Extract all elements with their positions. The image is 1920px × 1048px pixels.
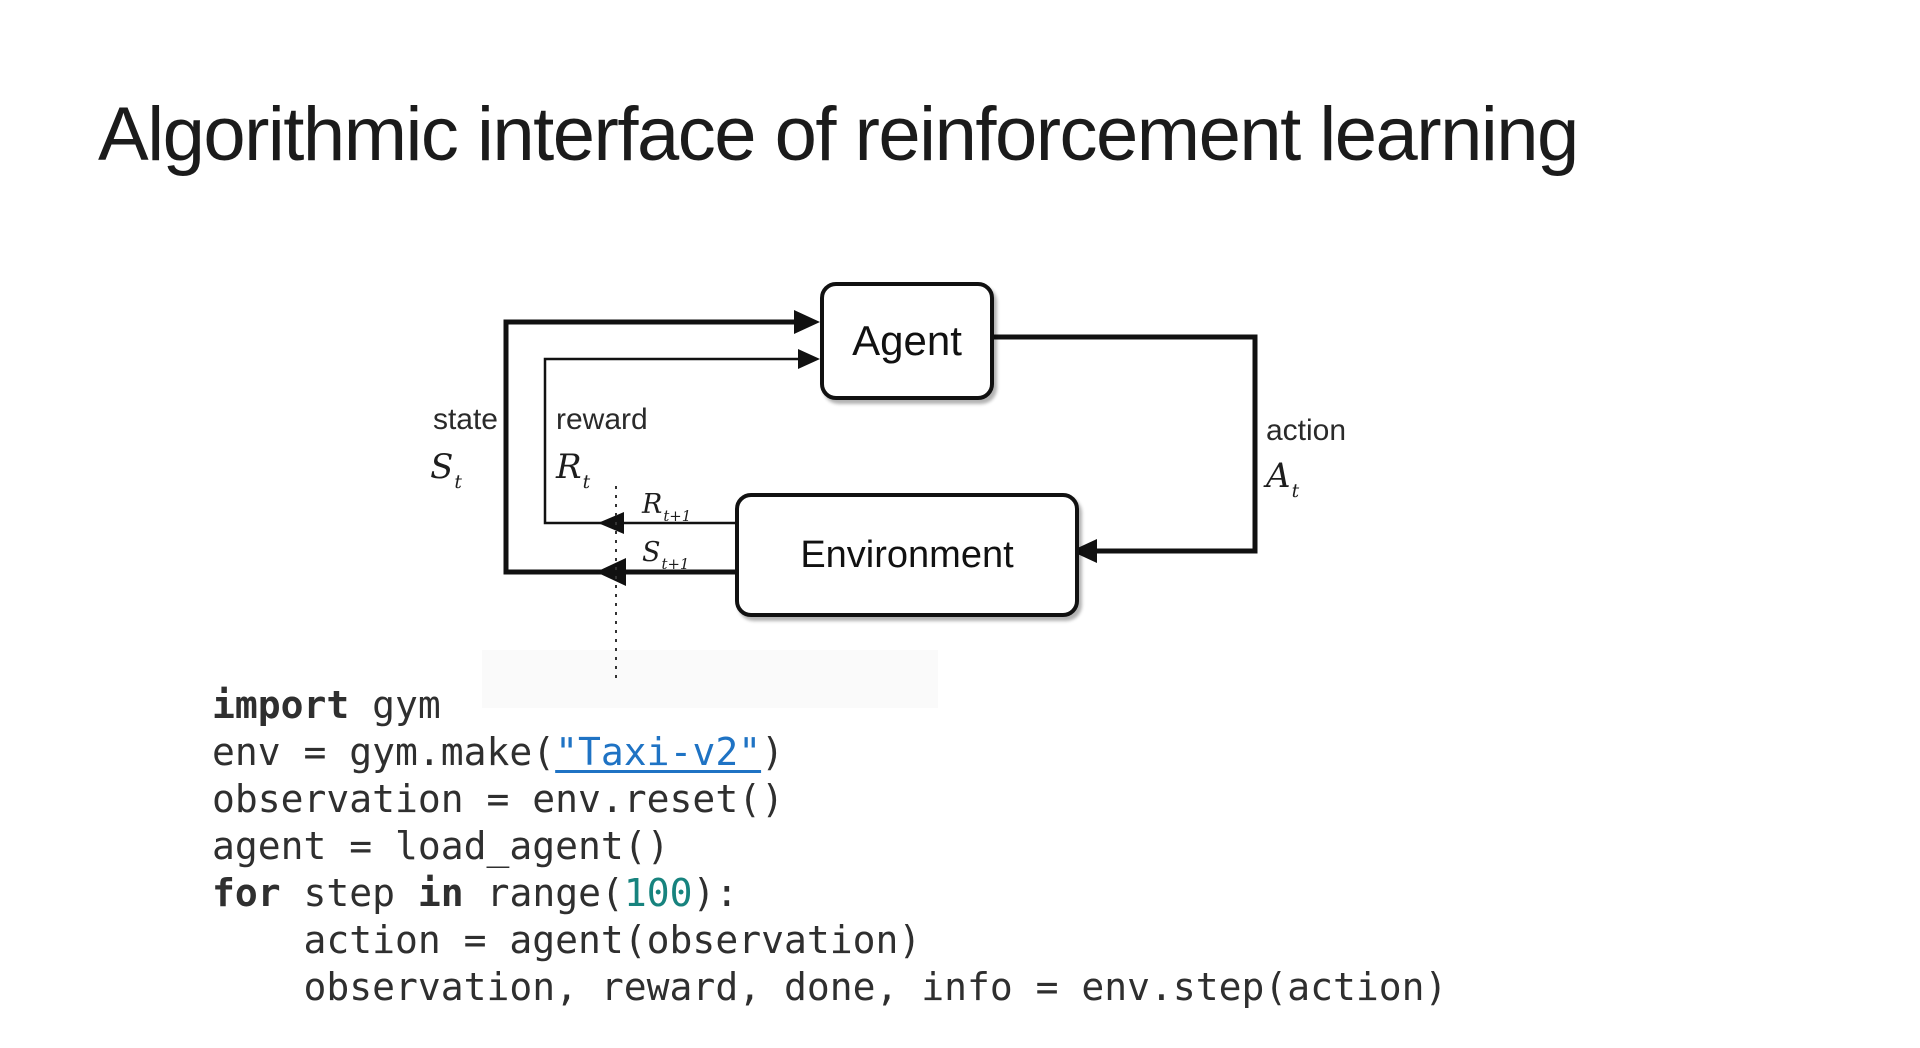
code-token: gym [349, 683, 441, 727]
code-line: for step in range(100): [212, 870, 1447, 917]
code-token: ) [761, 730, 784, 774]
code-token: agent = load_agent() [212, 824, 670, 868]
background-artifact [482, 650, 938, 708]
code-token: for [212, 871, 281, 915]
environment-box: Environment [735, 493, 1079, 617]
next-reward-symbol: Rt+1 [642, 489, 692, 526]
code-token: ): [692, 871, 739, 915]
code-line: env = gym.make("Taxi-v2") [212, 729, 1447, 776]
reward-label: reward [556, 403, 648, 436]
action-arrowhead-icon [1071, 539, 1097, 563]
code-token: observation, reward, done, info = env.st… [212, 965, 1448, 1009]
code-token: action = agent(observation) [212, 918, 922, 962]
reward-line [543, 357, 802, 525]
reward-symbol-sub: t [582, 472, 591, 494]
taxi-v2-link[interactable]: "Taxi-v2" [555, 730, 762, 774]
action-label: action [1266, 414, 1347, 447]
state-symbol-sub: t [454, 472, 462, 494]
agent-label: Agent [852, 317, 962, 364]
next-reward-arrowhead-icon [598, 512, 624, 534]
action-symbol-sub: t [1291, 481, 1300, 503]
next-state-arrowhead-icon [596, 558, 626, 586]
code-block: import gym env = gym.make("Taxi-v2") obs… [212, 682, 1447, 1011]
next-state-symbol: St+1 [642, 537, 690, 574]
code-line: agent = load_agent() [212, 823, 1447, 870]
code-token: import [212, 683, 350, 727]
next-reward-symbol-main: R [642, 489, 663, 520]
code-token: observation = env.reset() [212, 777, 784, 821]
next-reward-symbol-sub: t+1 [663, 507, 692, 526]
code-token: env = gym.make( [212, 730, 556, 774]
action-symbol-main: A [1266, 456, 1291, 496]
reward-symbol: Rt [556, 447, 591, 494]
code-line: import gym [212, 682, 1447, 729]
code-line: action = agent(observation) [212, 917, 1447, 964]
agent-box: Agent [820, 282, 994, 400]
reward-arrowhead-icon [798, 349, 820, 369]
next-state-symbol-main: S [642, 537, 661, 568]
code-token: 100 [623, 871, 693, 915]
action-symbol: At [1266, 456, 1300, 503]
code-token: range( [463, 871, 624, 915]
state-symbol: St [400, 447, 492, 494]
action-line [986, 334, 1258, 554]
code-line: observation, reward, done, info = env.st… [212, 964, 1448, 1011]
state-label: state [432, 403, 498, 436]
reward-symbol-main: R [556, 447, 582, 487]
code-token: step [280, 871, 418, 915]
code-token: in [417, 871, 464, 915]
state-arrowhead-icon [794, 310, 820, 334]
next-state-symbol-sub: t+1 [661, 555, 690, 574]
code-line: observation = env.reset() [212, 776, 1447, 823]
environment-label: Environment [800, 533, 1014, 576]
slide-title: Algorithmic interface of reinforcement l… [98, 91, 1579, 177]
state-symbol-main: S [430, 447, 454, 487]
